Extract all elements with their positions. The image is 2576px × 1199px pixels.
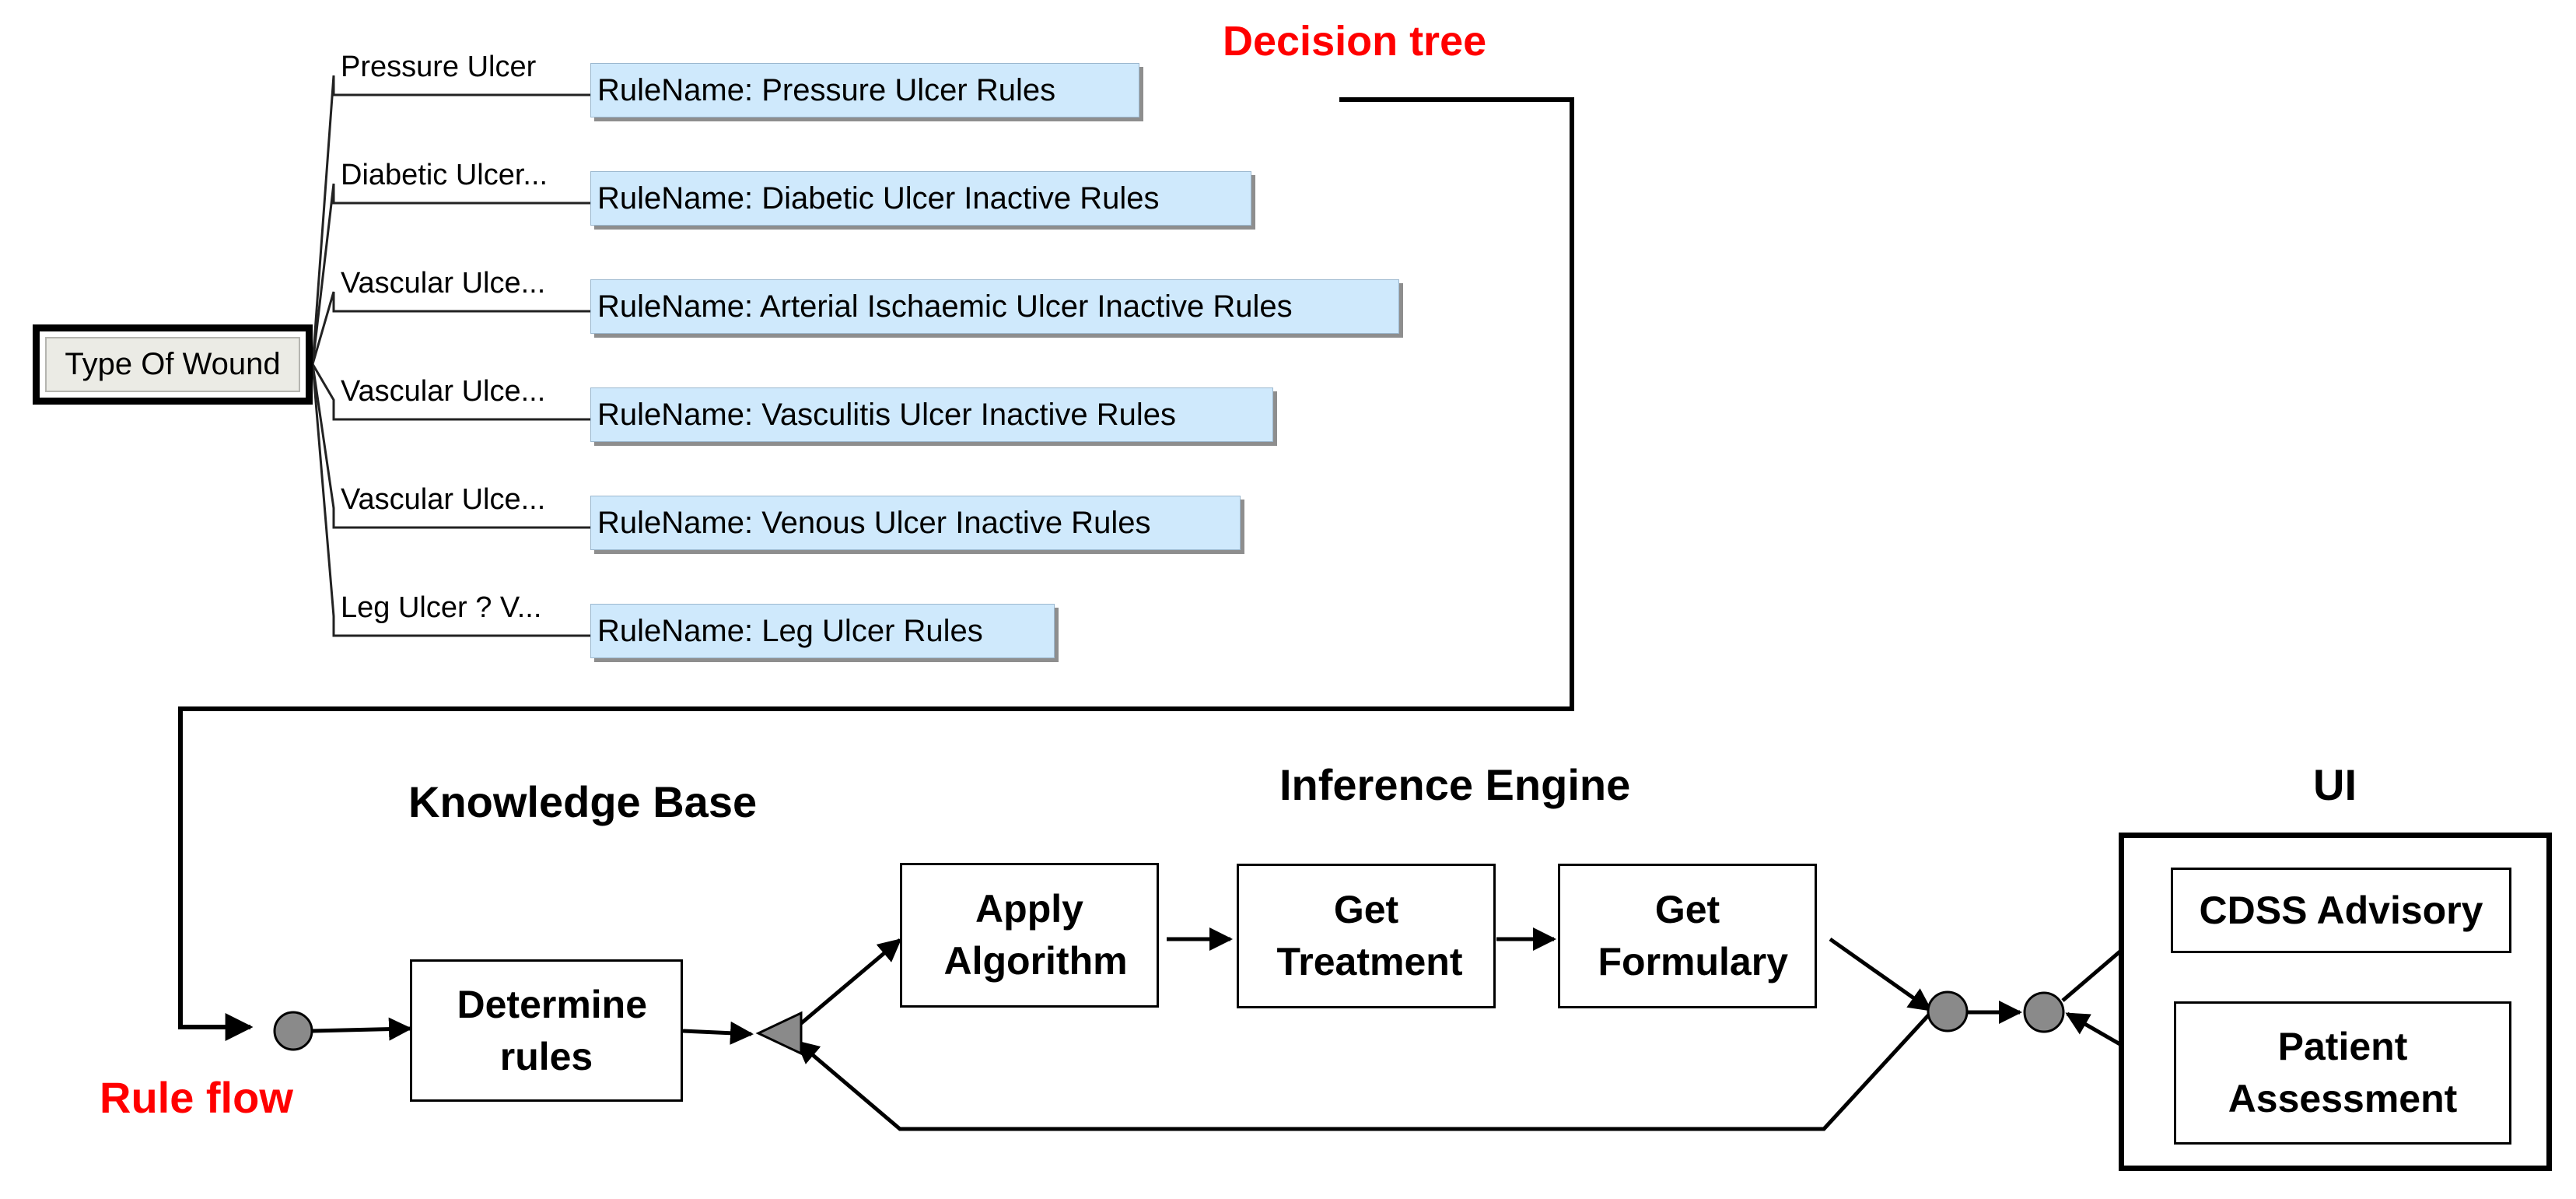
get-treatment-node[interactable]: Get Treatment bbox=[1237, 864, 1496, 1008]
arrow-split-to-apply bbox=[793, 938, 902, 1030]
split-junction bbox=[755, 1011, 803, 1056]
patient-assessment-node[interactable]: Patient Assessment bbox=[2174, 1001, 2511, 1145]
tree-branch-line bbox=[311, 363, 590, 637]
tree-branch-line bbox=[311, 363, 590, 529]
start-junction bbox=[273, 1011, 313, 1051]
get-formulary-label: Get Formulary bbox=[1598, 888, 1789, 983]
determine-rules-label: Determine rules bbox=[457, 982, 648, 1078]
ui-junction bbox=[2023, 991, 2065, 1033]
merge-junction bbox=[1927, 990, 1969, 1032]
apply-algorithm-label: Apply Algorithm bbox=[943, 887, 1128, 983]
tree-branch-wires bbox=[311, 75, 590, 637]
branch-label: Pressure Ulcer bbox=[341, 51, 537, 83]
tree-root-node[interactable]: Type Of Wound bbox=[33, 324, 313, 405]
rule-node[interactable]: RuleName: Leg Ulcer Rules bbox=[590, 604, 1055, 658]
cdss-advisory-label: CDSS Advisory bbox=[2199, 888, 2483, 932]
branch-label: Vascular Ulce... bbox=[341, 375, 546, 408]
arrow-determine-to-split bbox=[682, 1021, 754, 1045]
cdss-advisory-node[interactable]: CDSS Advisory bbox=[2171, 868, 2511, 953]
determine-rules-node[interactable]: Determine rules bbox=[410, 959, 683, 1102]
branch-label: Leg Ulcer ? V... bbox=[341, 591, 542, 624]
rule-node[interactable]: RuleName: Pressure Ulcer Rules bbox=[590, 63, 1139, 117]
branch-label: Vascular Ulce... bbox=[341, 483, 546, 516]
rule-node[interactable]: RuleName: Arterial Ischaemic Ulcer Inact… bbox=[590, 279, 1399, 334]
branch-label: Diabetic Ulcer... bbox=[341, 159, 548, 191]
arrow-start-to-determine bbox=[312, 1017, 412, 1041]
tree-root-label: Type Of Wound bbox=[45, 337, 300, 392]
tree-branch-line bbox=[311, 183, 590, 365]
get-formulary-node[interactable]: Get Formulary bbox=[1558, 864, 1817, 1008]
tree-to-flow-connector bbox=[178, 97, 1574, 1041]
rule-node[interactable]: RuleName: Venous Ulcer Inactive Rules bbox=[590, 496, 1241, 550]
get-treatment-label: Get Treatment bbox=[1276, 888, 1463, 983]
apply-algorithm-node[interactable]: Apply Algorithm bbox=[900, 863, 1159, 1008]
inference-engine-heading: Inference Engine bbox=[1279, 760, 1631, 809]
ui-heading: UI bbox=[2313, 760, 2357, 809]
rule-flow-caption: Rule flow bbox=[100, 1073, 293, 1122]
tree-branch-line bbox=[311, 291, 590, 365]
tree-branch-line bbox=[311, 75, 590, 365]
tree-branch-line bbox=[311, 363, 590, 421]
arrow-formulary-to-merge bbox=[1829, 937, 1933, 1012]
loop-back-connector bbox=[795, 1011, 1932, 1131]
rule-node[interactable]: RuleName: Diabetic Ulcer Inactive Rules bbox=[590, 171, 1251, 226]
rule-node[interactable]: RuleName: Vasculitis Ulcer Inactive Rule… bbox=[590, 387, 1273, 442]
branch-label: Vascular Ulce... bbox=[341, 267, 546, 300]
knowledge-base-heading: Knowledge Base bbox=[408, 777, 758, 826]
decision-tree-caption: Decision tree bbox=[1223, 18, 1487, 65]
patient-assessment-label: Patient Assessment bbox=[2228, 1025, 2458, 1120]
